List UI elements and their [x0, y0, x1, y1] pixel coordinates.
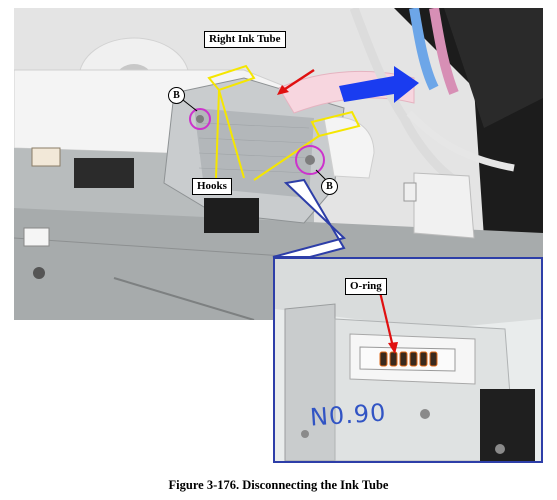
figure: Right Ink Tube Hooks B B: [14, 8, 543, 463]
figure-caption: Figure 3-176. Disconnecting the Ink Tube: [168, 478, 389, 492]
callout-screw-b-left: B: [168, 87, 185, 104]
callout-o-ring: O-ring: [345, 278, 387, 295]
callout-right-ink-tube: Right Ink Tube: [204, 31, 286, 48]
inset-handwritten-note: N0.90: [309, 398, 388, 432]
callout-hooks: Hooks: [192, 178, 232, 195]
callout-screw-b-right: B: [321, 178, 338, 195]
inset-illustration: [275, 259, 541, 461]
inset-photo-detail: O-ring N0.90: [273, 257, 543, 463]
